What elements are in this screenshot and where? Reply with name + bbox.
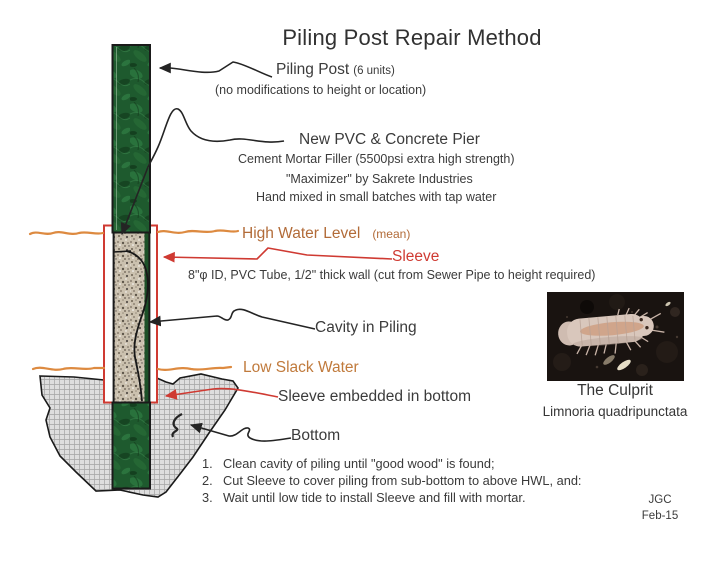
procedure-steps: 1. Clean cavity of piling until "good wo… bbox=[202, 457, 582, 508]
pier-title: New PVC & Concrete Pier bbox=[299, 131, 480, 148]
bottom-knot-mark bbox=[171, 413, 183, 438]
step-3-number: 3. bbox=[202, 490, 213, 505]
step-3-text: Wait until low tide to install Sleeve an… bbox=[223, 490, 526, 505]
sleeve-embedded-label: Sleeve embedded in bottom bbox=[278, 388, 472, 405]
gribble-body bbox=[558, 307, 665, 356]
cavity-crack bbox=[112, 250, 149, 402]
pier-line3: Hand mixed in small batches with tap wat… bbox=[256, 190, 497, 204]
signature-initials: JGC bbox=[648, 494, 672, 506]
step-1-text: Clean cavity of piling until "good wood"… bbox=[223, 456, 495, 471]
page-title: Piling Post Repair Method bbox=[282, 25, 542, 50]
low-slack-water-line bbox=[31, 365, 233, 371]
hwl-mean: (mean) bbox=[372, 227, 411, 241]
pier-line2: "Maximizer" by Sakrete Industries bbox=[286, 172, 473, 186]
mortar-fill bbox=[112, 231, 151, 402]
step-2-text: Cut Sleeve to cover piling from sub-bott… bbox=[223, 473, 582, 488]
culprit-title: The Culprit bbox=[577, 382, 653, 399]
fecal-pellets bbox=[603, 355, 631, 371]
piling-post-label: Piling Post (6 units) bbox=[276, 61, 395, 79]
piling-post-label-text: Piling Post bbox=[276, 61, 350, 78]
high-water-level-label: High Water Level (mean) bbox=[242, 225, 410, 243]
step-1: 1. Clean cavity of piling until "good wo… bbox=[202, 457, 582, 470]
sleeve-embedded-arrow bbox=[164, 387, 279, 400]
low-slack-water-label: Low Slack Water bbox=[243, 359, 359, 376]
piling-post-units: (6 units) bbox=[353, 65, 395, 77]
sleeve-arrow bbox=[162, 247, 393, 263]
piling-post-note: (no modifications to height or location) bbox=[215, 83, 427, 97]
signature-date: Feb-15 bbox=[641, 510, 679, 522]
sleeve-spec: 8"φ ID, PVC Tube, 1/2" thick wall (cut f… bbox=[188, 268, 596, 282]
bottom-label: Bottom bbox=[291, 427, 341, 444]
culprit-photo bbox=[547, 292, 684, 381]
piling-post-graphic bbox=[111, 44, 151, 490]
step-3: 3. Wait until low tide to install Sleeve… bbox=[202, 491, 582, 504]
step-2: 2. Cut Sleeve to cover piling from sub-b… bbox=[202, 474, 582, 487]
pier-arrow bbox=[120, 108, 285, 236]
photo-background-texture bbox=[553, 294, 680, 376]
pier-line1: Cement Mortar Filler (5500psi extra high… bbox=[238, 152, 515, 166]
bottom-arrow bbox=[189, 422, 292, 442]
step-2-number: 2. bbox=[202, 473, 213, 488]
cavity-label: Cavity in Piling bbox=[315, 319, 417, 336]
sleeve-label: Sleeve bbox=[392, 248, 440, 265]
culprit-species: Limnoria quadripunctata bbox=[542, 404, 688, 419]
step-1-number: 1. bbox=[202, 456, 213, 471]
high-water-line bbox=[28, 229, 240, 236]
piling-post-arrow bbox=[158, 61, 273, 78]
hwl-text: High Water Level bbox=[242, 225, 361, 242]
signature-block: JGC Feb-15 bbox=[630, 494, 690, 522]
cavity-arrow bbox=[148, 308, 316, 330]
